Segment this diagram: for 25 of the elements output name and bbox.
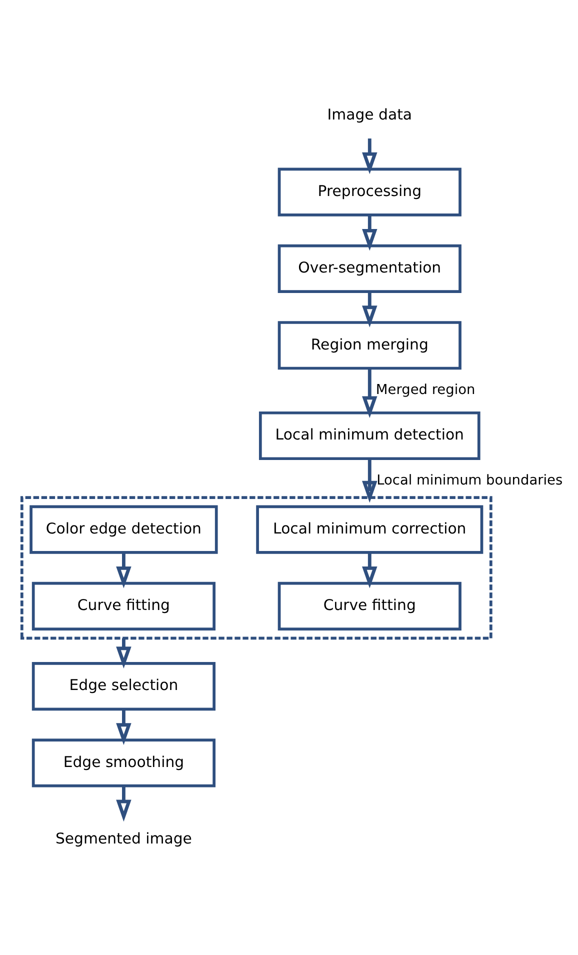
arrow [116,786,132,822]
cluster [20,496,492,640]
node-text: Image data [327,105,412,124]
arrow [362,459,378,503]
arrow [116,709,132,745]
node-box: Local minimum correction [256,505,484,554]
arrow [116,552,132,588]
edge-label: Local minimum boundaries [376,472,563,488]
arrow [362,215,378,251]
arrow [362,138,378,174]
node-box: Edge selection [32,662,216,711]
node-box: Over-segmentation [278,244,462,294]
node-box: Local minimum detection [258,411,480,460]
node-box: Edge smoothing [32,738,216,788]
node-box: Region merging [278,321,462,370]
arrow [116,638,132,668]
edge-label: Merged region [376,382,476,398]
node-box: Preprocessing [278,168,462,216]
arrow [362,292,378,328]
node-box: Color edge detection [30,505,218,554]
node-box: Curve fitting [278,582,462,630]
node-text: Segmented image [55,829,192,848]
node-box: Curve fitting [32,582,216,630]
arrow [362,552,378,588]
arrow [362,368,378,418]
